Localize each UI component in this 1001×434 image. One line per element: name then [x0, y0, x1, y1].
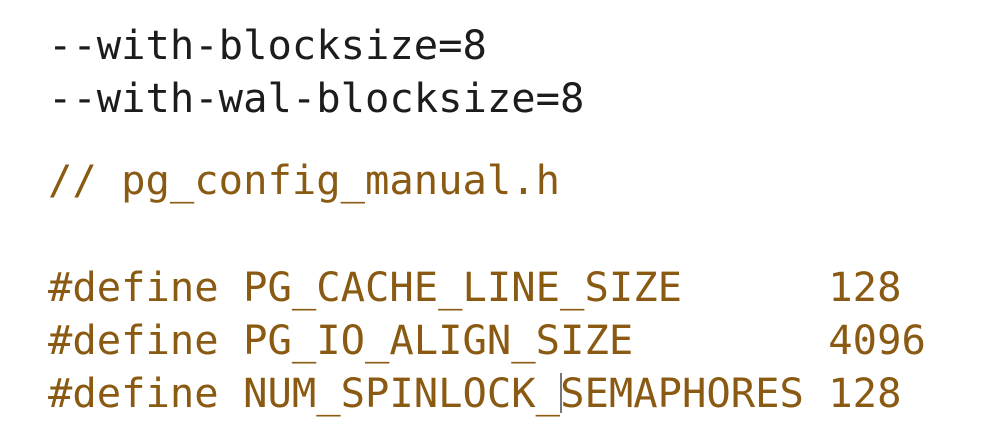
- define-name-part: NUM_SPINLOCK_: [243, 369, 561, 417]
- comment-line: // pg_config_manual.h: [48, 156, 561, 204]
- configure-flag-line: --with-wal-blocksize=8: [48, 74, 585, 122]
- define-name: PG_IO_ALIGN_SIZE: [243, 316, 634, 364]
- define-line: #define PG_CACHE_LINE_SIZE 128: [48, 263, 901, 311]
- configure-flag-line: --with-blocksize=8: [48, 21, 487, 69]
- define-name: PG_CACHE_LINE_SIZE: [243, 263, 682, 311]
- define-value: 128: [828, 369, 902, 417]
- define-name-part: SEMAPHORES: [560, 369, 804, 417]
- define-keyword: #define: [48, 263, 219, 311]
- define-line: #define NUM_SPINLOCK_SEMAPHORES 128: [48, 369, 901, 417]
- text-caret: [560, 373, 563, 413]
- define-line: #define PG_IO_ALIGN_SIZE 4096: [48, 316, 926, 364]
- define-keyword: #define: [48, 369, 219, 417]
- define-keyword: #define: [48, 316, 219, 364]
- define-value: 4096: [828, 316, 926, 364]
- define-value: 128: [828, 263, 902, 311]
